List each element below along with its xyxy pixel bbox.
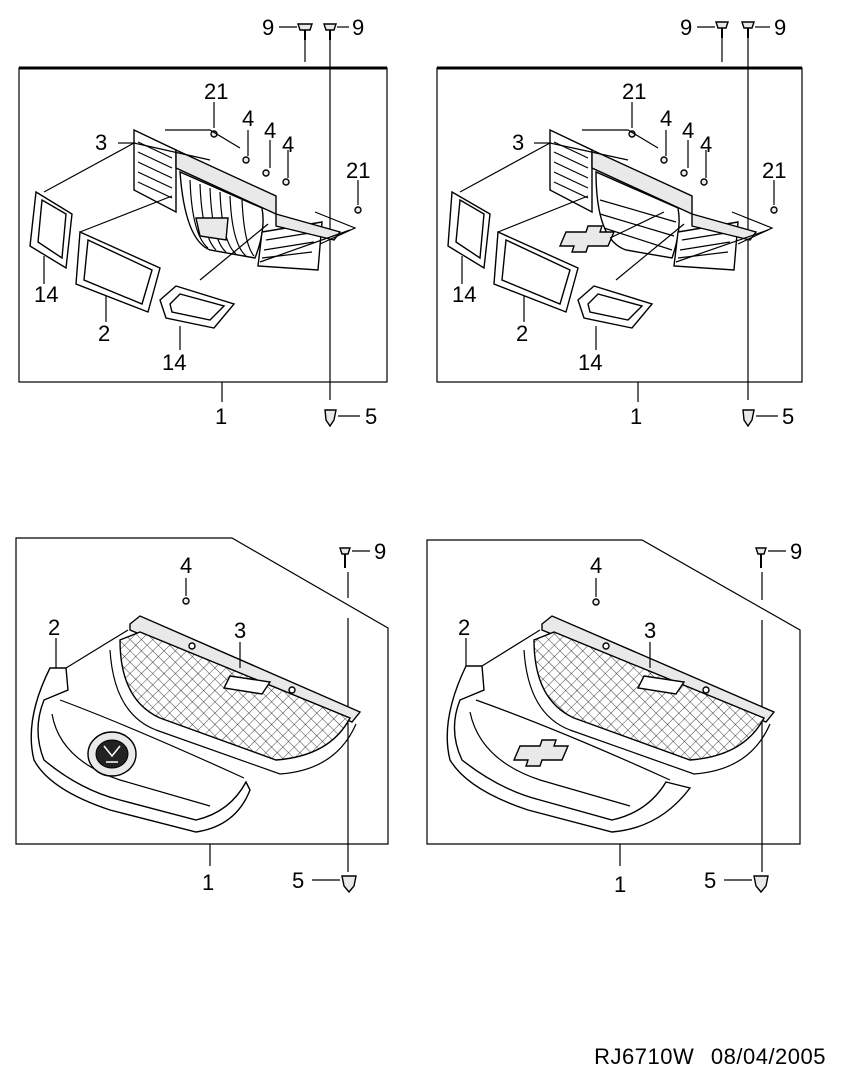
clip-5 <box>724 875 769 894</box>
callout-9-right: 9 <box>352 15 364 40</box>
clip-5 <box>312 875 357 894</box>
fascia-part-2 <box>446 665 692 833</box>
diagram-top-right: 9 9 <box>436 15 803 429</box>
callout-2: 2 <box>516 321 528 346</box>
leader-lines <box>465 629 651 866</box>
callout-14-bottom: 14 <box>578 350 602 375</box>
callout-4-b: 4 <box>264 118 276 143</box>
callout-21-right: 21 <box>346 158 370 183</box>
trim-frame-14-bottom <box>577 285 654 329</box>
drawing-date: 08/04/2005 <box>710 1044 826 1069</box>
callout-9: 9 <box>374 539 386 564</box>
screws-4-21 <box>210 102 362 214</box>
callout-4: 4 <box>180 553 192 578</box>
leader-lines <box>55 629 241 866</box>
diagram-top-left: 9 9 <box>18 15 388 429</box>
callout-5: 5 <box>704 868 716 893</box>
drawing-code: RJ6710W <box>594 1044 695 1069</box>
diagram-bottom-left: 9 4 <box>15 537 389 895</box>
drawing-reference-footer: RJ6710W 08/04/2005 <box>594 1044 826 1070</box>
callout-9: 9 <box>790 539 802 564</box>
callout-21-top: 21 <box>204 79 228 104</box>
callout-5: 5 <box>782 404 794 429</box>
grille-part-3 <box>549 128 758 271</box>
grille-part-3 <box>133 128 342 271</box>
callout-14-left: 14 <box>452 282 476 307</box>
trim-frame-14-left <box>29 190 73 270</box>
trim-frame-2 <box>493 230 579 313</box>
screw-9 <box>339 547 370 872</box>
trim-frame-14-left <box>447 190 491 270</box>
assembly-frame <box>426 539 801 845</box>
callout-4-a: 4 <box>242 106 254 131</box>
screw-9-left <box>715 21 729 62</box>
callout-9-right: 9 <box>774 15 786 40</box>
callout-4-c: 4 <box>700 132 712 157</box>
clip-5 <box>742 409 778 428</box>
callout-2: 2 <box>48 615 60 640</box>
callout-1: 1 <box>614 872 626 897</box>
callout-1: 1 <box>215 404 227 429</box>
mesh-grille-part-3 <box>523 615 776 775</box>
screw-4 <box>182 578 190 605</box>
callout-1: 1 <box>630 404 642 429</box>
screw-9-right <box>741 21 755 400</box>
callout-21-right: 21 <box>762 158 786 183</box>
callout-14-bottom: 14 <box>162 350 186 375</box>
screw-9-left <box>297 23 313 62</box>
callout-4-c: 4 <box>282 132 294 157</box>
screw-4 <box>592 578 600 606</box>
callout-14-left: 14 <box>34 282 58 307</box>
bowtie-emblem <box>558 225 616 253</box>
callout-5: 5 <box>365 404 377 429</box>
callout-3: 3 <box>512 130 524 155</box>
fascia-part-2 <box>30 667 251 833</box>
callout-4: 4 <box>590 553 602 578</box>
bowtie-emblem <box>512 739 570 767</box>
callout-3: 3 <box>644 618 656 643</box>
callout-3: 3 <box>234 618 246 643</box>
callout-2: 2 <box>458 615 470 640</box>
mesh-grille-part-3 <box>109 615 362 775</box>
callout-9-left: 9 <box>262 15 274 40</box>
clip-5 <box>324 409 360 428</box>
callout-1: 1 <box>202 870 214 895</box>
leader-lines <box>43 129 357 402</box>
trim-frame-2 <box>75 230 161 313</box>
callout-2: 2 <box>98 321 110 346</box>
callout-9-left: 9 <box>680 15 692 40</box>
assembly-frame <box>15 537 389 845</box>
callout-21-top: 21 <box>622 79 646 104</box>
callout-3: 3 <box>95 130 107 155</box>
diagram-bottom-right: 9 4 2 <box>426 539 802 897</box>
screws-4-21 <box>628 102 778 214</box>
screw-9 <box>755 547 786 872</box>
callout-5: 5 <box>292 868 304 893</box>
leader-lines <box>459 129 774 402</box>
callout-4-b: 4 <box>682 118 694 143</box>
screw-9-right <box>323 23 337 400</box>
trim-frame-14-bottom <box>159 285 236 329</box>
callout-4-a: 4 <box>660 106 672 131</box>
